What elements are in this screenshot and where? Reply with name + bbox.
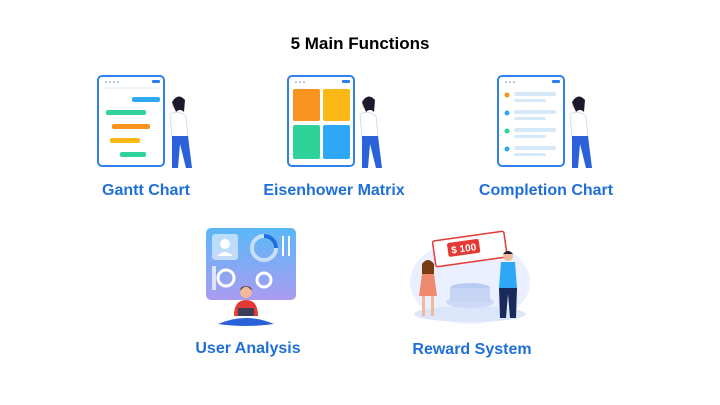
eisenhower-matrix-label: Eisenhower Matrix [263,182,405,199]
user-analysis-icon [206,228,296,326]
gantt-chart-icon [97,75,192,168]
completion-chart-icon [497,75,592,168]
page-title: 5 Main Functions [290,34,430,53]
cheque-amount: $ 100 [451,242,478,256]
completion-chart-label: Completion Chart [478,182,614,199]
user-analysis-label: User Analysis [195,340,301,357]
eisenhower-matrix-icon [287,75,382,168]
reward-system-label: Reward System [412,341,532,358]
gantt-chart-label: Gantt Chart [102,182,190,199]
reward-system-icon: $ 100 [410,230,530,324]
